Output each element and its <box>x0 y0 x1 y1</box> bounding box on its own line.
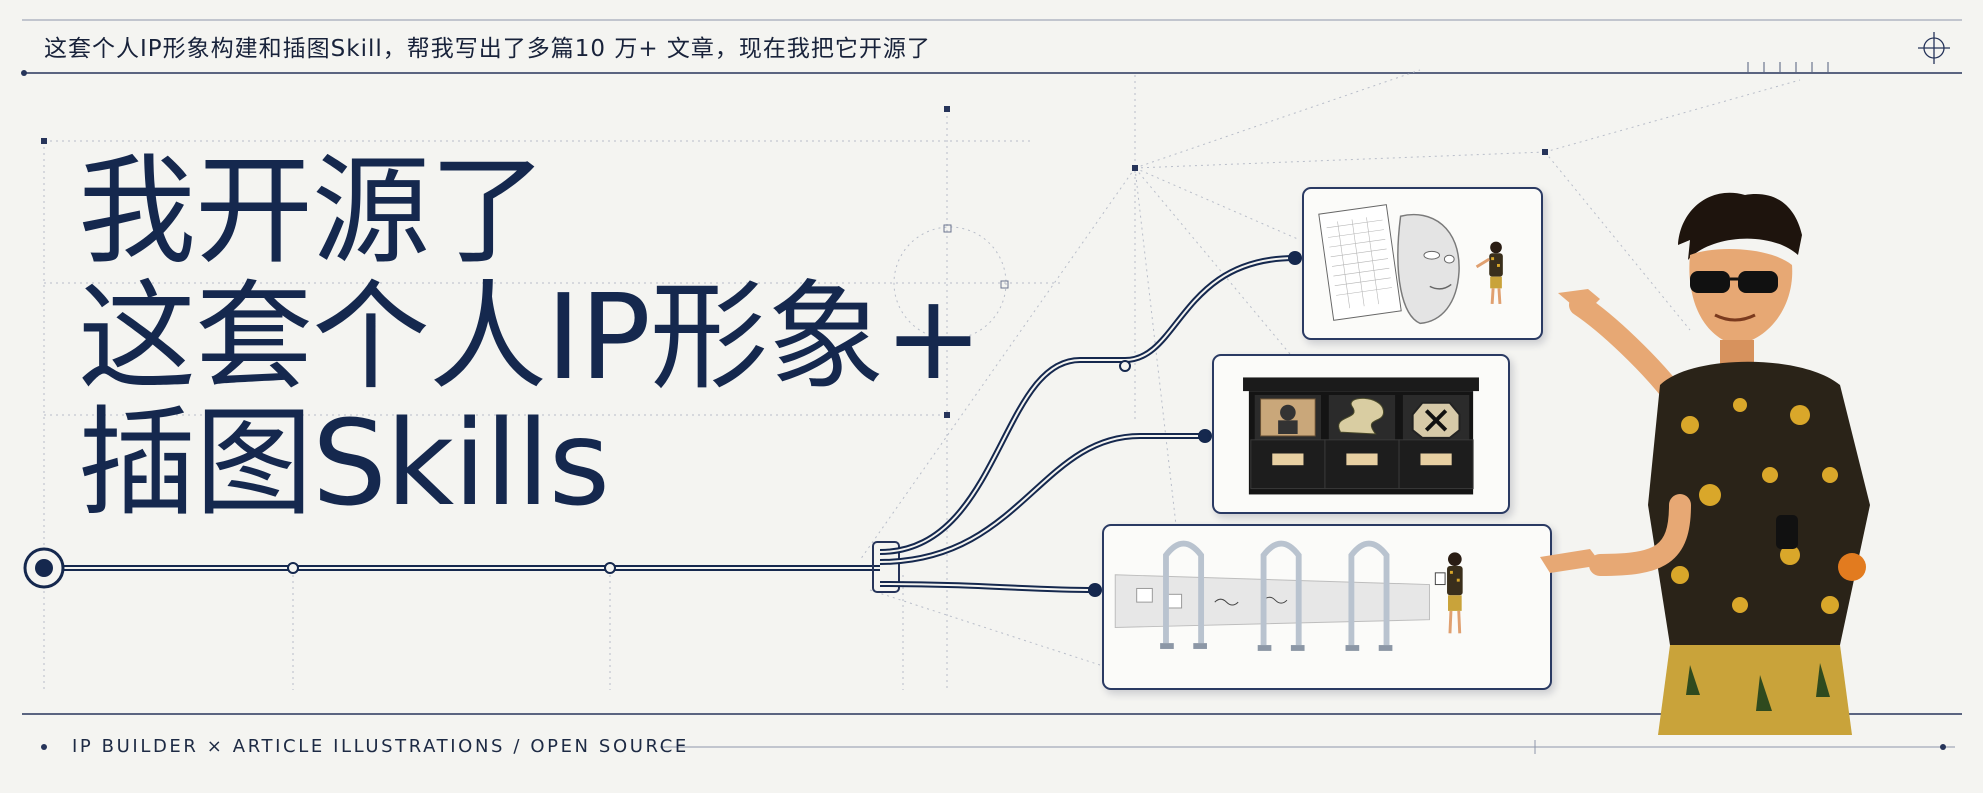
arches-card <box>1102 524 1552 690</box>
drawer-card <box>1212 354 1510 514</box>
headline: 我开源了 这套个人IP形象+ 插图Skills <box>78 142 983 532</box>
mini-person-icon <box>1475 241 1503 305</box>
headline-line-2: 这套个人IP形象+ <box>78 268 983 406</box>
mask-card <box>1302 187 1543 340</box>
headline-line-1: 我开源了 <box>78 142 547 280</box>
sunglasses-icon <box>1690 271 1778 293</box>
mini-person-icon <box>1434 552 1463 634</box>
page-subtitle: 这套个人IP形象构建和插图Skill，帮我写出了多篇10 万+ 文章，现在我把它… <box>44 36 931 62</box>
face-mask-document-icon <box>1318 204 1503 325</box>
flower-icon <box>1838 553 1866 581</box>
card-file-drawer-icon <box>1243 377 1479 495</box>
arches-pathway-icon <box>1114 540 1463 651</box>
crosshair-icon <box>1918 32 1950 64</box>
footer-tagline: IP BUILDER × ARTICLE ILLUSTRATIONS / OPE… <box>72 736 689 757</box>
watch-icon <box>1776 515 1798 549</box>
avatar <box>1540 192 1870 735</box>
headline-line-3: 插图Skills <box>78 394 610 532</box>
